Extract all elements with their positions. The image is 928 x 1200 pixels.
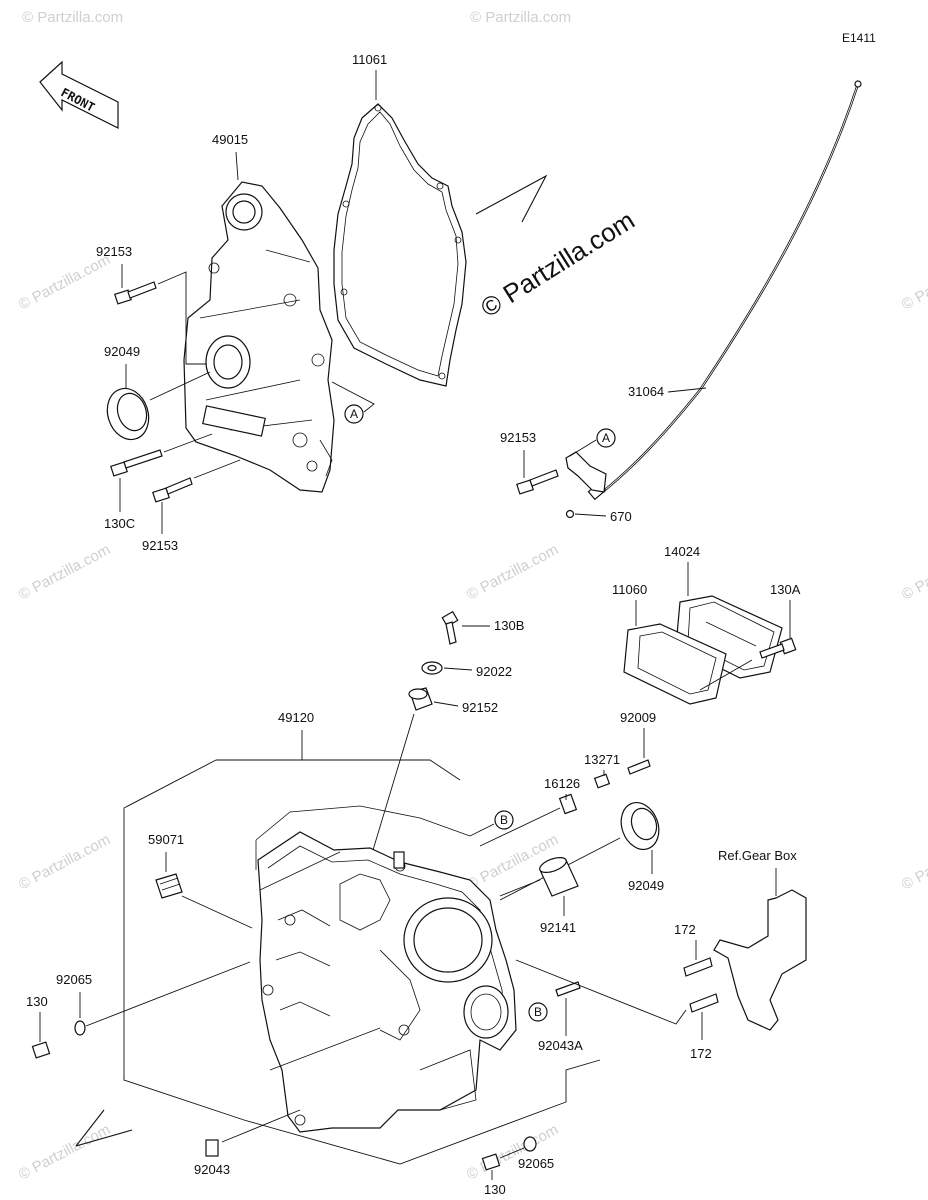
part-label-92153-lower: 92153: [142, 538, 178, 553]
part-label-130b: 130B: [494, 618, 524, 633]
part-label-11060: 11060: [612, 582, 647, 597]
oil-seal-92049-lower: [620, 802, 660, 850]
part-label-92049-lower: 92049: [628, 878, 664, 893]
clip-13271: [593, 773, 611, 789]
callout-a-label: A: [350, 407, 358, 421]
dowel-92043: [205, 1139, 219, 1157]
callout-b-label: B: [534, 1005, 542, 1019]
front-arrow-icon: FRONT: [39, 60, 119, 129]
watermark-text: © Partzilla.com: [16, 1121, 113, 1183]
bolt-92153-dipstick: [516, 469, 559, 495]
part-label-130a: 130A: [770, 582, 801, 597]
crankcase-49120: [255, 805, 517, 1133]
bolt-130c: [110, 449, 163, 477]
stud-172-lower: [689, 993, 719, 1013]
dipstick-bracket: [565, 451, 607, 493]
gasket-11060: [623, 623, 727, 705]
part-label-92065-left: 92065: [56, 972, 92, 987]
bolt-92153-upper: [114, 281, 157, 305]
grommet-92152: [408, 687, 433, 711]
watermark-text: © Partzilla.com: [16, 541, 113, 603]
washer-92065-left: [74, 1020, 86, 1036]
watermark-text: © Partzilla.com: [22, 9, 123, 26]
part-label-59071: 59071: [148, 832, 184, 847]
part-label-14024: 14024: [664, 544, 700, 559]
copyright-text: © Partzilla.com: [475, 205, 639, 323]
part-label-130-left: 130: [26, 994, 48, 1009]
diagram-code: E1411: [842, 31, 876, 45]
bolt-92153-lower: [152, 477, 193, 503]
watermark-text: © Partzilla.com: [899, 541, 928, 603]
watermark-text: © Partzilla.com: [16, 251, 113, 313]
part-label-130c: 130C: [104, 516, 135, 531]
part-label-49120: 49120: [278, 710, 314, 725]
watermark-text: © Partzilla.com: [16, 831, 113, 893]
watermark-text: © Partzilla.com: [899, 251, 928, 313]
direction-mark: [75, 1109, 133, 1147]
bolt-130a: [759, 637, 797, 659]
oil-seal-92049-upper: [106, 387, 150, 441]
part-label-92043a: 92043A: [538, 1038, 583, 1053]
gasket-11061: [333, 103, 467, 387]
front-cover-49015: [183, 181, 335, 493]
part-label-13271: 13271: [584, 752, 620, 767]
part-label-92022: 92022: [476, 664, 512, 679]
part-label-92009: 92009: [620, 710, 656, 725]
part-label-16126: 16126: [544, 776, 580, 791]
part-label-172-upper: 172: [674, 922, 696, 937]
bushing-92141: [539, 857, 579, 897]
washer-92022: [421, 661, 443, 675]
part-label-31064: 31064: [628, 384, 664, 399]
stud-172-upper: [683, 957, 713, 977]
part-label-92152: 92152: [462, 700, 498, 715]
part-label-92043: 92043: [194, 1162, 230, 1177]
part-label-49015: 49015: [212, 132, 248, 147]
part-label-92049-upper: 92049: [104, 344, 140, 359]
part-label-92153-upper: 92153: [96, 244, 132, 259]
callout-b-marker: [494, 810, 514, 830]
callout-a-marker: [344, 404, 364, 424]
dowel-92043a: [555, 981, 581, 997]
screw-92009: [627, 759, 651, 775]
bolt-130-left: [31, 1041, 51, 1059]
part-label-172-lower: 172: [690, 1046, 712, 1061]
callout-a-label: A: [602, 431, 610, 445]
callout-b-marker: [528, 1002, 548, 1022]
watermark-text: © Partzilla.com: [899, 831, 928, 893]
bolt-130-bottom: [481, 1153, 501, 1171]
bolt-130b: [441, 610, 459, 645]
part-label-92153-dipstick: 92153: [500, 430, 536, 445]
gear-box-bracket-reference: [713, 889, 807, 1031]
watermark-text: © Partzilla.com: [470, 9, 571, 26]
watermark-text: © Partzilla.com: [464, 541, 561, 603]
direction-mark: [475, 174, 548, 223]
gear-box-reference-note: Ref.Gear Box: [718, 848, 797, 863]
dipstick-31064: [587, 80, 862, 501]
part-label-670: 670: [610, 509, 632, 524]
part-label-130-bottom: 130: [484, 1182, 506, 1197]
part-label-92065-bottom: 92065: [518, 1156, 554, 1171]
part-label-92141: 92141: [540, 920, 576, 935]
callout-a-marker: [596, 428, 616, 448]
callout-b-label: B: [500, 813, 508, 827]
part-label-11061: 11061: [352, 52, 387, 67]
plug-59071: [155, 873, 183, 899]
pin-16126: [558, 793, 578, 815]
o-ring-670: [565, 509, 575, 519]
washer-92065-bottom: [523, 1136, 537, 1152]
